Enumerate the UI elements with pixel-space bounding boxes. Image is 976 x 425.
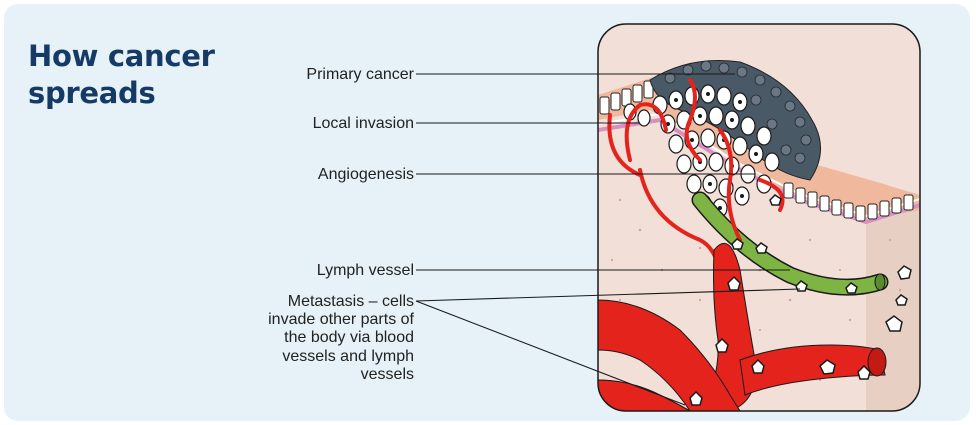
tissue-illustration (598, 24, 920, 411)
